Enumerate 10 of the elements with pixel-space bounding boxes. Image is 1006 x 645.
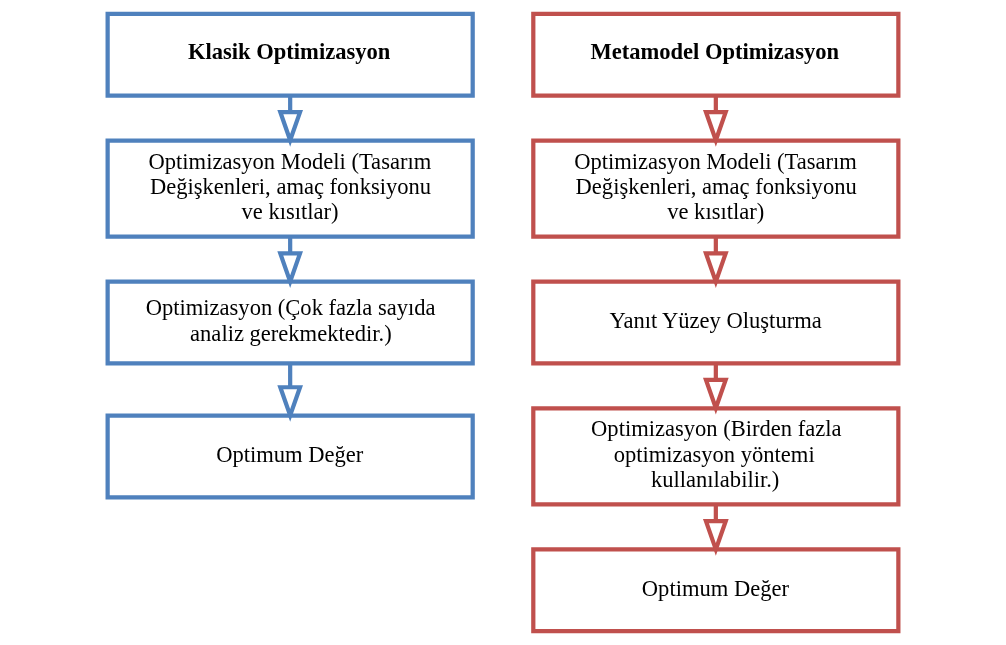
- node-box: Metamodel Optimizasyon: [531, 11, 901, 98]
- node-box: Optimum Değer: [105, 413, 475, 500]
- node-box: Yanıt Yüzey Oluşturma: [531, 279, 901, 366]
- node-box: Optimizasyon Modeli (Tasarım Değişkenleri, amaç fonksiyonu ve kısıtlar): [531, 138, 901, 239]
- arrow: [277, 363, 303, 422]
- node-box: Optimizasyon (Çok fazla sayıda analiz gerekmektedir.): [105, 279, 475, 366]
- node-box: Optimum Değer: [531, 547, 901, 634]
- node-box: Klasik Optimizasyon: [105, 11, 475, 98]
- node-box: Optimizasyon Modeli (Tasarım Değişkenleri, amaç fonksiyonu ve kısıtlar): [105, 138, 475, 239]
- node-box: Optimizasyon (Birden fazla optimizasyon yöntemi kullanılabilir.): [531, 406, 901, 507]
